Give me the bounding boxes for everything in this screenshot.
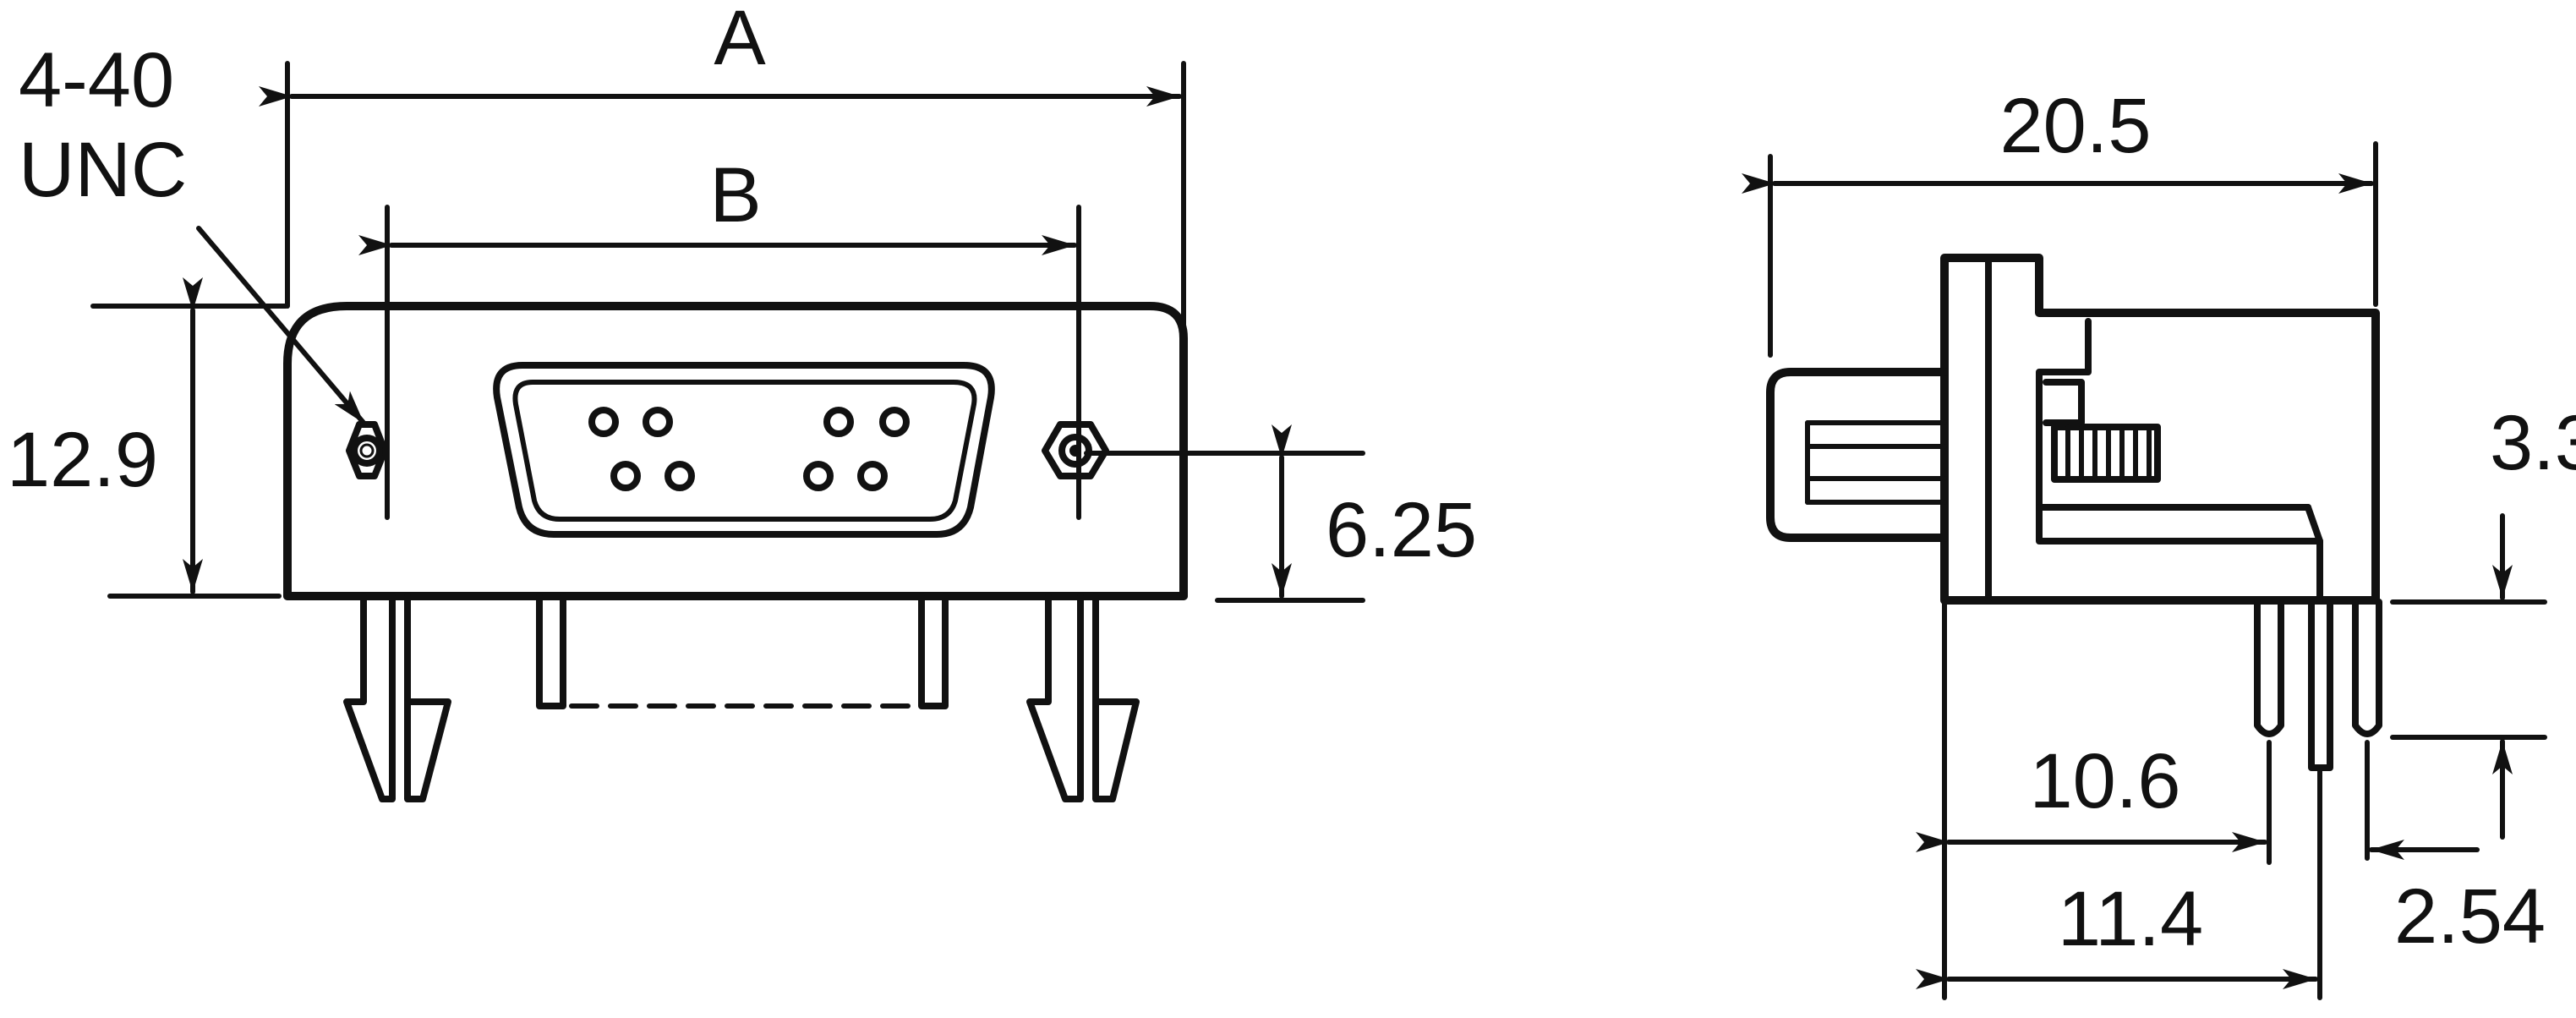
d-shell-outer	[493, 362, 995, 538]
contact-hole	[879, 407, 910, 437]
contact-holes	[588, 407, 910, 491]
dim-depth-label: 20.5	[1999, 83, 2151, 169]
board-lock-left	[343, 593, 451, 802]
dim-b: B	[358, 152, 1081, 520]
dim-a: A	[259, 0, 1186, 334]
side-flange	[1940, 254, 2380, 605]
dim-row1: 10.6	[1916, 599, 2272, 1000]
contact-hole	[588, 407, 619, 437]
thread-label-line2: UNC	[19, 127, 187, 213]
thread-label-line1: 4-40	[19, 37, 174, 123]
pcb-pins	[536, 593, 949, 709]
dim-pin-offset: 6.25	[1084, 424, 1477, 603]
dim-height-label: 12.9	[7, 417, 158, 503]
dim-pitch-label: 2.54	[2394, 873, 2546, 960]
hex-nut-left	[346, 421, 388, 479]
side-shell	[1766, 368, 1949, 542]
dim-pcb-offset: 3.3	[2390, 400, 2576, 840]
contact-hole	[610, 461, 641, 491]
thread-callout: 4-40 UNC	[19, 37, 366, 425]
side-pins	[2254, 599, 2382, 771]
dim-pitch: 2.54	[2365, 740, 2546, 960]
board-lock-right	[1026, 593, 1140, 802]
dim-depth: 20.5	[1742, 83, 2378, 358]
dim-height: 12.9	[7, 277, 288, 599]
dim-row2-label: 11.4	[2058, 876, 2203, 962]
dim-b-label: B	[709, 152, 761, 238]
side-body-step	[2036, 318, 2323, 604]
dim-pcb-offset-label: 3.3	[2490, 400, 2576, 486]
dim-row1-label: 10.6	[2029, 738, 2180, 824]
contact-hole	[857, 461, 888, 491]
contact-hole	[803, 461, 834, 491]
dim-row2: 11.4	[1916, 769, 2322, 1000]
front-view: A B 4-40 UNC 12.9 6.25	[7, 0, 1477, 802]
hex-nut-right	[1042, 421, 1109, 479]
contact-hole	[643, 407, 673, 437]
dim-a-label: A	[714, 0, 766, 81]
front-flange	[283, 302, 1188, 600]
side-view: 20.5 3.3 10.6 11.4 2.54	[1742, 83, 2576, 1000]
d-shell-inner	[512, 380, 977, 522]
contact-hole	[823, 407, 854, 437]
contact-hole	[665, 461, 695, 491]
dim-pin-offset-label: 6.25	[1326, 487, 1477, 573]
